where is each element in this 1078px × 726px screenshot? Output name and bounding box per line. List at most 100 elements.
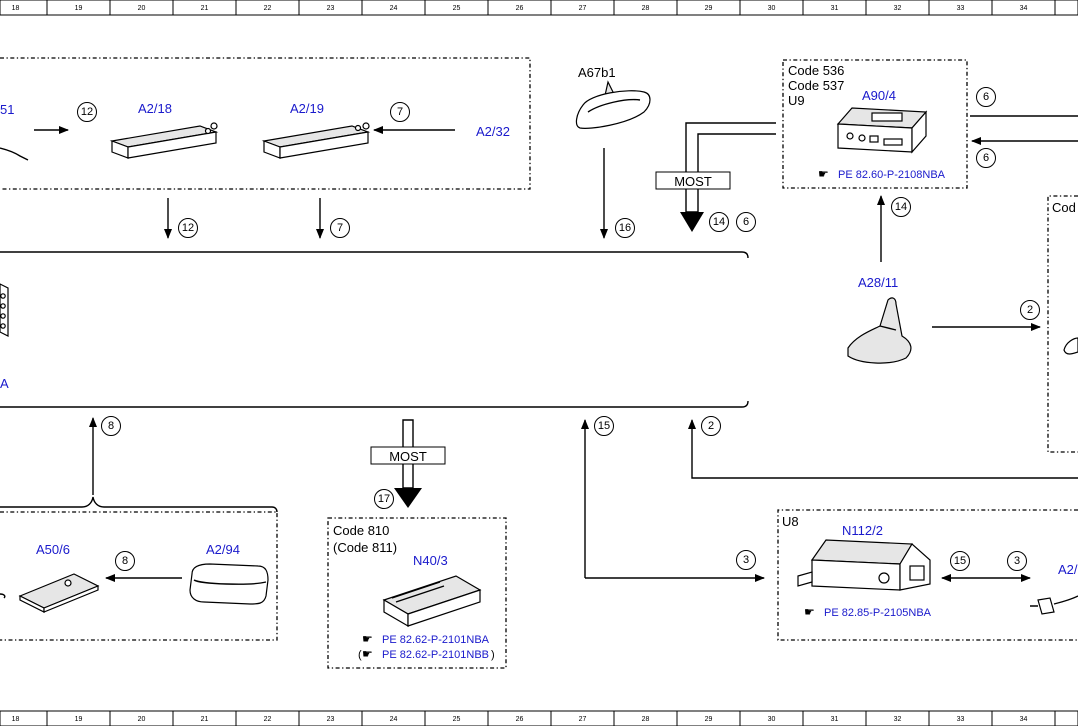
svg-text:3: 3: [1014, 555, 1020, 567]
right-partial-box: [1047, 195, 1078, 453]
a67b1-mirror-icon: [575, 80, 651, 129]
signal-2-right: 2: [1020, 300, 1040, 320]
signal-2-up: 2: [701, 416, 721, 436]
ref-a90-4[interactable]: PE 82.60-P-2108NBA: [838, 169, 946, 181]
ruler-column-label: 23: [327, 5, 335, 12]
n40-3-box: [327, 517, 507, 669]
svg-text:17: 17: [378, 493, 390, 505]
signal-12-down: 12: [178, 218, 198, 238]
most-label-box-bottom: [370, 446, 446, 465]
svg-text:2: 2: [1027, 304, 1033, 316]
a2-94-module-icon: [189, 563, 269, 605]
bracket-bottom: [0, 400, 749, 408]
ruler-column-label: 24: [390, 5, 398, 12]
signal-8-left: 8: [115, 551, 135, 571]
signal-12-top: 12: [77, 102, 97, 122]
ruler-column-label: 32: [894, 716, 902, 723]
ruler-column-label: 30: [768, 716, 776, 723]
ruler-column-label: 25: [453, 5, 461, 12]
svg-text:6: 6: [983, 91, 989, 103]
label-a90-4: A90/4: [862, 88, 896, 103]
reference-hand-icon-n112: ☛: [804, 605, 815, 619]
ruler-strip: [0, 710, 1078, 726]
ruler-column-label: 33: [957, 716, 965, 723]
label-a2-32: A2/32: [476, 124, 510, 139]
ruler-strip: [0, 0, 1078, 16]
label-n112-2: N112/2: [842, 523, 883, 538]
label-left-a: A: [0, 376, 9, 391]
signal-17: 17: [374, 489, 394, 509]
label-a2-18: A2/18: [138, 101, 172, 116]
label-a2-94: A2/94: [206, 542, 240, 557]
ruler-column-label: 18: [12, 716, 20, 723]
bracket-bottom-left: [0, 496, 278, 513]
ruler-column-label: 22: [264, 716, 272, 723]
most-bus-bottom-arrow: [394, 488, 422, 508]
svg-text:16: 16: [619, 222, 631, 234]
ref-n112-2[interactable]: PE 82.85-P-2105NBA: [824, 607, 932, 619]
a50-6-module-icon: [18, 573, 100, 613]
label-a51: 51: [0, 102, 14, 117]
signal-3-left: 3: [736, 550, 756, 570]
n40-3-module-icon: [382, 575, 482, 628]
arrow-2-up: [688, 419, 1078, 479]
ruler-column-label: 31: [831, 716, 839, 723]
signal-6-right-a: 6: [976, 87, 996, 107]
code-u8: U8: [782, 514, 799, 529]
svg-text:14: 14: [713, 216, 725, 228]
svg-text:8: 8: [122, 555, 128, 567]
n112-2-box: [777, 509, 1078, 641]
svg-text:7: 7: [337, 222, 343, 234]
module-group-box-bottom-left: [0, 511, 278, 641]
code-right-partial: Cod: [1052, 200, 1076, 215]
ruler-column-label: 26: [516, 5, 524, 12]
signal-3-right: 3: [1007, 551, 1027, 571]
ruler-column-label: 34: [1020, 5, 1028, 12]
ruler-column-label: 27: [579, 716, 587, 723]
ref-n40-3-a[interactable]: PE 82.62-P-2101NBA: [382, 634, 490, 646]
a28-11-antenna-icon: [847, 297, 912, 364]
svg-text:12: 12: [81, 106, 93, 118]
a90-4-box: [782, 59, 968, 189]
code-u9: U9: [788, 93, 805, 108]
module-group-box-top-left: [0, 57, 531, 190]
ruler-column-label: 24: [390, 716, 398, 723]
ruler-column-label: 19: [75, 716, 83, 723]
signal-16: 16: [615, 218, 635, 238]
a2-18-module-icon: [109, 122, 219, 159]
svg-text:8: 8: [108, 420, 114, 432]
ruler-column-label: 31: [831, 5, 839, 12]
label-a28-11: A28/11: [858, 275, 898, 290]
signal-6-right-b: 6: [976, 148, 996, 168]
ruler-column-label: 29: [705, 716, 713, 723]
label-a67b1: A67b1: [578, 65, 616, 80]
signal-15-up: 15: [594, 416, 614, 436]
code-537: Code 537: [788, 78, 844, 93]
ruler-column-label: 30: [768, 5, 776, 12]
a2-partial-connector-icon: [1030, 595, 1078, 615]
label-a50-6: A50/6: [36, 542, 70, 557]
signal-6-most: 6: [736, 212, 756, 232]
ruler-column-label: 27: [579, 5, 587, 12]
label-a2-19: A2/19: [290, 101, 324, 116]
cable-a51: [0, 147, 29, 161]
left-connector-icon: [0, 283, 9, 337]
ruler-column-label: 21: [201, 5, 209, 12]
ruler-column-label: 34: [1020, 716, 1028, 723]
signal-15-right: 15: [950, 551, 970, 571]
reference-hand-icon-n40-b: ☛: [362, 647, 373, 661]
reference-hand-icon-n40-a: ☛: [362, 632, 373, 646]
signal-14-most: 14: [709, 212, 729, 232]
signal-7-top: 7: [390, 102, 410, 122]
label-a2-partial: A2/: [1058, 562, 1078, 577]
right-partial-part-icon: [1063, 337, 1078, 355]
ruler-column-label: 19: [75, 5, 83, 12]
ruler-column-label: 28: [642, 5, 650, 12]
ruler-column-label: 22: [264, 5, 272, 12]
ruler-column-label: 23: [327, 716, 335, 723]
ref-n40-3-b[interactable]: PE 82.62-P-2101NBB: [382, 649, 489, 661]
ruler-column-label: 25: [453, 716, 461, 723]
svg-text:6: 6: [983, 152, 989, 164]
